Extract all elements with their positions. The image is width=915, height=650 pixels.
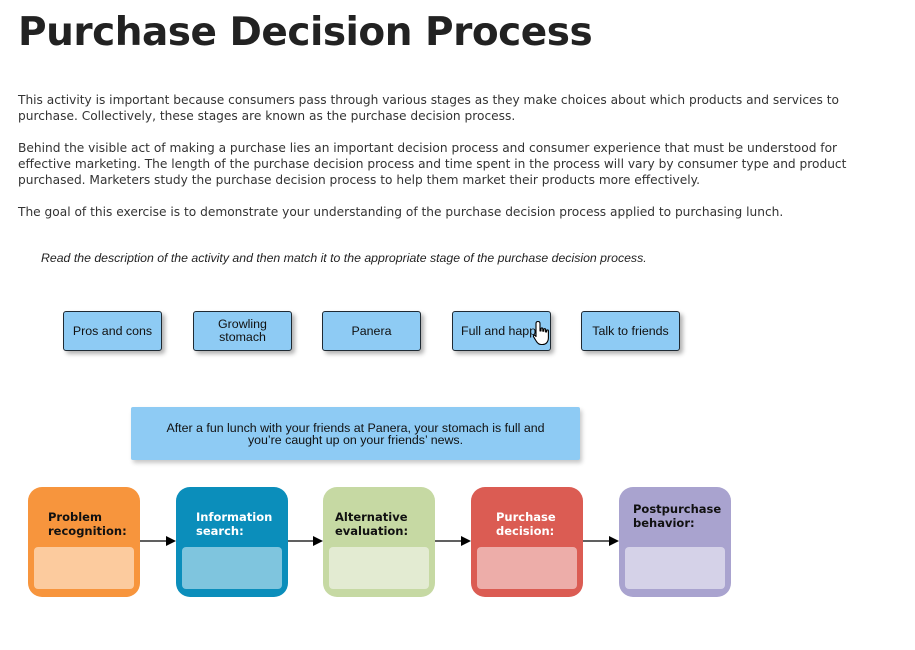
arrow-right-icon	[583, 536, 619, 546]
chip-label: Talk to friends	[592, 323, 669, 338]
chip-label: Pros and cons	[72, 323, 153, 338]
drag-chip-full-and-happy[interactable]: Full and happ	[452, 311, 551, 351]
drag-chip-pros-and-cons[interactable]: Pros and cons	[63, 311, 162, 351]
stage-label: Postpurchase behavior:	[633, 502, 722, 530]
arrow-right-icon	[288, 536, 323, 546]
stage-label: Alternative evaluation:	[335, 510, 409, 538]
stage-label: Information search:	[196, 510, 273, 538]
drop-zone-postpurchase-behavior[interactable]	[625, 547, 725, 589]
activity-description-text: After a fun lunch with your friends at P…	[166, 420, 545, 447]
drag-chip-growling-stomach[interactable]: Growling stomach	[193, 311, 292, 351]
stage-purchase-decision: Purchase decision:	[471, 487, 583, 597]
drop-zone-purchase-decision[interactable]	[477, 547, 577, 589]
arrow-right-icon	[140, 536, 176, 546]
page-title: Purchase Decision Process	[18, 10, 593, 55]
drop-zone-problem-recognition[interactable]	[34, 547, 134, 589]
activity-instruction: Read the description of the activity and…	[41, 251, 647, 265]
hand-pointer-icon	[532, 320, 549, 346]
chip-label: Full and happ	[461, 323, 537, 338]
stage-label: Problem recognition:	[48, 510, 127, 538]
stage-label: Purchase decision:	[496, 510, 556, 538]
stage-problem-recognition: Problem recognition:	[28, 487, 140, 597]
chip-label: Growling stomach	[218, 317, 267, 344]
drag-chip-panera[interactable]: Panera	[322, 311, 421, 351]
intro-paragraph-3: The goal of this exercise is to demonstr…	[18, 205, 784, 219]
intro-paragraph-2: Behind the visible act of making a purch…	[18, 141, 847, 187]
drag-chip-talk-to-friends[interactable]: Talk to friends	[581, 311, 680, 351]
drop-zone-information-search[interactable]	[182, 547, 282, 589]
stage-postpurchase-behavior: Postpurchase behavior:	[619, 487, 731, 597]
activity-description-card: After a fun lunch with your friends at P…	[131, 407, 580, 460]
intro-paragraph-1: This activity is important because consu…	[18, 93, 839, 123]
stage-alternative-evaluation: Alternative evaluation:	[323, 487, 435, 597]
stage-information-search: Information search:	[176, 487, 288, 597]
chip-label: Panera	[351, 323, 392, 338]
arrow-right-icon	[435, 536, 471, 546]
drop-zone-alternative-evaluation[interactable]	[329, 547, 429, 589]
